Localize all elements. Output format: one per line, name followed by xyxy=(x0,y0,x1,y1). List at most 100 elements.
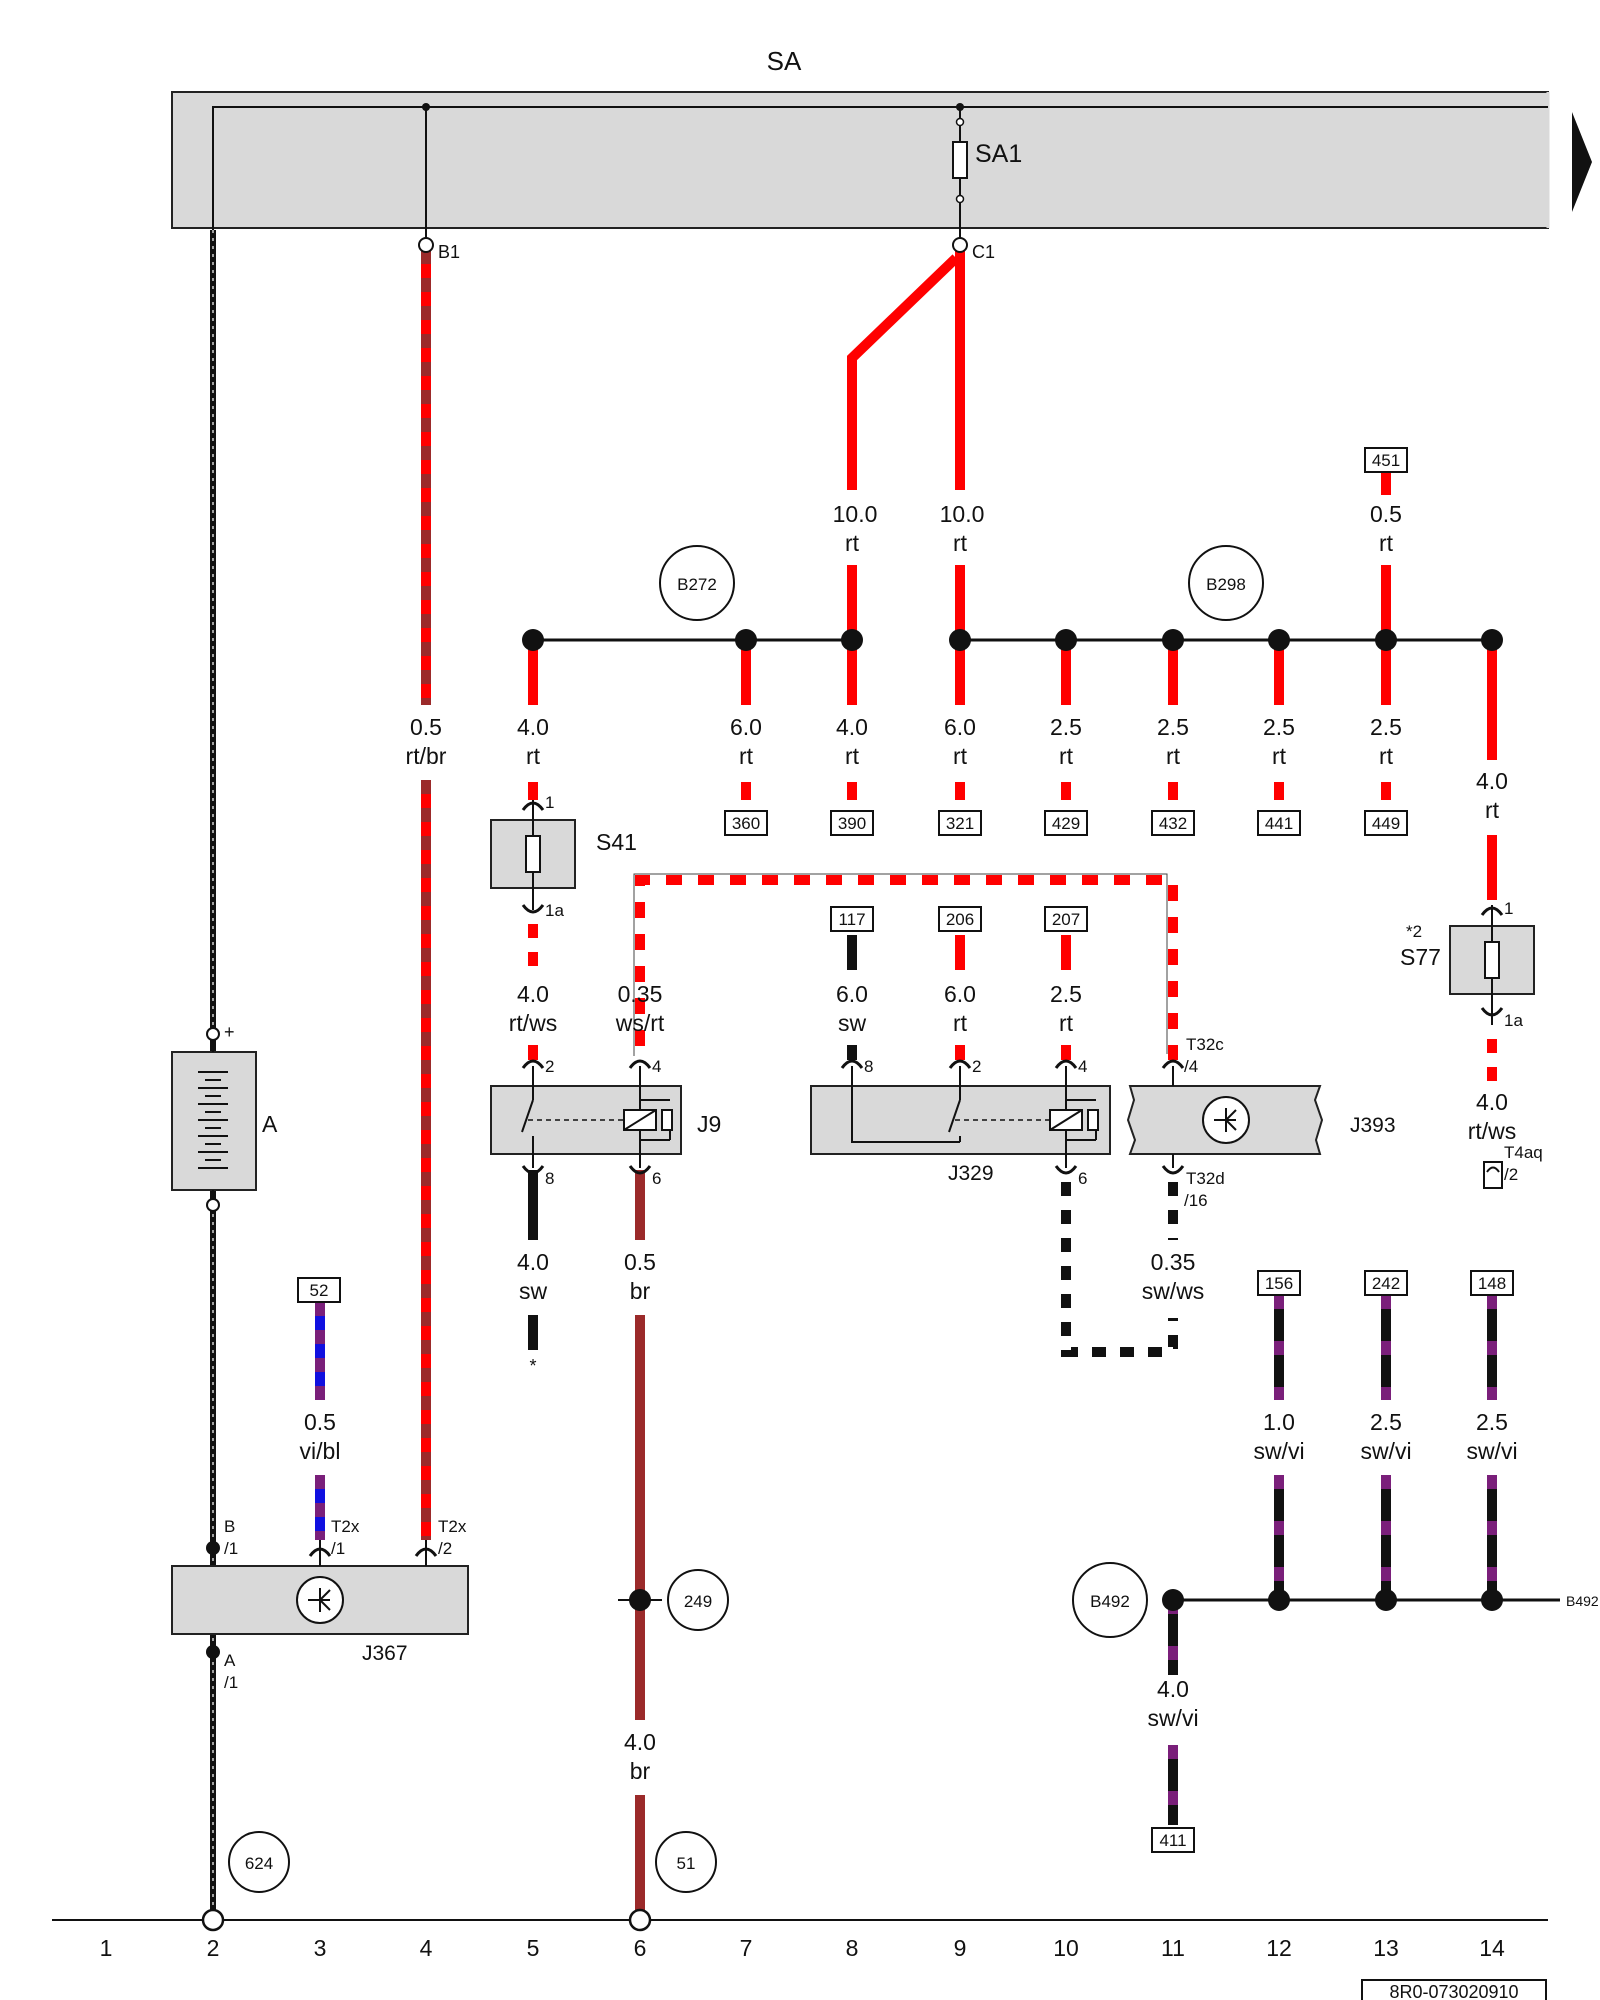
column-number: 14 xyxy=(1479,1935,1505,1961)
svg-text:429: 429 xyxy=(1052,814,1080,833)
ref-box[interactable]: 117 xyxy=(830,906,874,932)
ref-box[interactable]: 390 xyxy=(830,810,874,836)
column-number: 2 xyxy=(207,1935,220,1961)
ref-box[interactable]: 441 xyxy=(1257,810,1301,836)
reference-circle: B492 xyxy=(1072,1562,1148,1638)
column-numbers: 1 2 3 4 5 6 7 8 9 10 11 12 13 14 xyxy=(100,1935,1505,1961)
column-number: 12 xyxy=(1266,1935,1292,1961)
j329-pin-8: 8 xyxy=(864,1057,873,1076)
j9-pin-6: 6 xyxy=(652,1169,661,1188)
module-j393 xyxy=(1126,1059,1324,1175)
svg-text:B492: B492 xyxy=(1090,1592,1130,1611)
wire-label: 10.0rt xyxy=(940,501,985,556)
svg-text:4.0: 4.0 xyxy=(517,1249,549,1275)
ref-box[interactable]: 451 xyxy=(1364,447,1408,473)
wire-label: 0.5 rt/br xyxy=(406,714,447,769)
svg-text:sw/vi: sw/vi xyxy=(1466,1438,1517,1464)
wire-label: 2.5sw/vi xyxy=(1360,1409,1411,1464)
wire-label: 6.0rt xyxy=(730,714,762,769)
ref-box[interactable]: 242 xyxy=(1364,1270,1408,1296)
wire-runs xyxy=(210,230,1497,1920)
fuse-s77 xyxy=(1449,905,1535,1025)
ref-box[interactable]: 321 xyxy=(938,810,982,836)
svg-text:4.0: 4.0 xyxy=(517,714,549,740)
svg-text:441: 441 xyxy=(1265,814,1293,833)
asterisk-note: * xyxy=(529,1356,536,1376)
column-number: 10 xyxy=(1053,1935,1079,1961)
wire-label: 4.0rt/ws xyxy=(509,981,558,1036)
ref-box[interactable]: 449 xyxy=(1364,810,1408,836)
wire-label: 2.5 rt xyxy=(1263,714,1295,769)
svg-text:432: 432 xyxy=(1159,814,1187,833)
ref-box[interactable]: 156 xyxy=(1257,1270,1301,1296)
wire-label: 4.0sw xyxy=(517,1249,549,1304)
svg-text:rt: rt xyxy=(953,743,968,769)
ref-box[interactable]: 411 xyxy=(1151,1827,1195,1853)
svg-text:52: 52 xyxy=(310,1281,329,1300)
svg-text:rt: rt xyxy=(1485,797,1500,823)
wire-label: 0.5br xyxy=(624,1249,656,1304)
svg-text:sw/ws: sw/ws xyxy=(1142,1278,1205,1304)
svg-text:rt: rt xyxy=(1059,1010,1074,1036)
fuse-sa1-symbol xyxy=(952,141,968,179)
ref-box[interactable]: 207 xyxy=(1044,906,1088,932)
ref-box[interactable]: 148 xyxy=(1470,1270,1514,1296)
svg-text:4.0: 4.0 xyxy=(1476,1089,1508,1115)
s41-pin-1: 1 xyxy=(545,793,554,812)
ref-box[interactable]: 360 xyxy=(724,810,768,836)
reference-circle: B272 xyxy=(659,545,735,621)
svg-text:rt: rt xyxy=(953,530,968,556)
svg-text:4.0: 4.0 xyxy=(1157,1676,1189,1702)
svg-text:242: 242 xyxy=(1372,1274,1400,1293)
ref-box[interactable]: 52 xyxy=(297,1277,341,1303)
wire-label: 6.0rt xyxy=(944,981,976,1036)
wire-label: 4.0rt xyxy=(517,714,549,769)
wire-label: 4.0br xyxy=(624,1729,656,1784)
svg-text:411: 411 xyxy=(1159,1831,1186,1850)
svg-text:B298: B298 xyxy=(1206,575,1246,594)
svg-text:rt/br: rt/br xyxy=(406,743,447,769)
wire-label: 4.0rt/ws xyxy=(1468,1089,1517,1144)
column-number: 5 xyxy=(527,1935,540,1961)
continue-right-arrow-icon[interactable] xyxy=(1572,112,1592,212)
wire-label: 4.0sw/vi xyxy=(1147,1676,1198,1731)
svg-text:4.0: 4.0 xyxy=(836,714,868,740)
j367-a-label: A xyxy=(224,1651,236,1670)
relay-j329-label: J329 xyxy=(948,1162,994,1185)
svg-text:br: br xyxy=(630,1278,651,1304)
connector-t4aq-icon xyxy=(1483,1161,1503,1189)
column-number: 1 xyxy=(100,1935,113,1961)
svg-text:ws/rt: ws/rt xyxy=(615,1010,665,1036)
svg-text:6.0: 6.0 xyxy=(836,981,868,1007)
wire-label: 2.5rt xyxy=(1157,714,1189,769)
svg-text:4.0: 4.0 xyxy=(1476,768,1508,794)
svg-text:4.0: 4.0 xyxy=(517,981,549,1007)
fuse-s77-note: *2 xyxy=(1406,922,1422,941)
t32c-label: T32c xyxy=(1186,1035,1224,1054)
reference-circle: 51 xyxy=(655,1831,717,1893)
svg-text:0.5: 0.5 xyxy=(410,714,442,740)
ref-box[interactable]: 432 xyxy=(1151,810,1195,836)
column-number: 13 xyxy=(1373,1935,1399,1961)
battery-a xyxy=(171,1027,257,1212)
svg-text:390: 390 xyxy=(838,814,866,833)
reference-circle: B298 xyxy=(1188,545,1264,621)
wire-label: 4.0 rt xyxy=(1476,768,1508,823)
svg-text:2.5: 2.5 xyxy=(1476,1409,1508,1435)
terminal-c1-label: C1 xyxy=(972,242,995,262)
svg-text:0.5: 0.5 xyxy=(304,1409,336,1435)
wire-label: 2.5 sw/vi xyxy=(1466,1409,1517,1464)
svg-text:rt: rt xyxy=(1379,743,1394,769)
svg-text:360: 360 xyxy=(732,814,760,833)
ref-box[interactable]: 206 xyxy=(938,906,982,932)
terminal-b1-label: B1 xyxy=(438,242,460,262)
ref-box[interactable]: 429 xyxy=(1044,810,1088,836)
svg-text:2.5: 2.5 xyxy=(1263,714,1295,740)
svg-text:0.5: 0.5 xyxy=(1370,501,1402,527)
svg-text:rt: rt xyxy=(1272,743,1287,769)
svg-text:2.5: 2.5 xyxy=(1050,981,1082,1007)
svg-text:51: 51 xyxy=(677,1854,696,1873)
wire-label: 10.0rt xyxy=(833,501,878,556)
svg-text:207: 207 xyxy=(1052,910,1080,929)
